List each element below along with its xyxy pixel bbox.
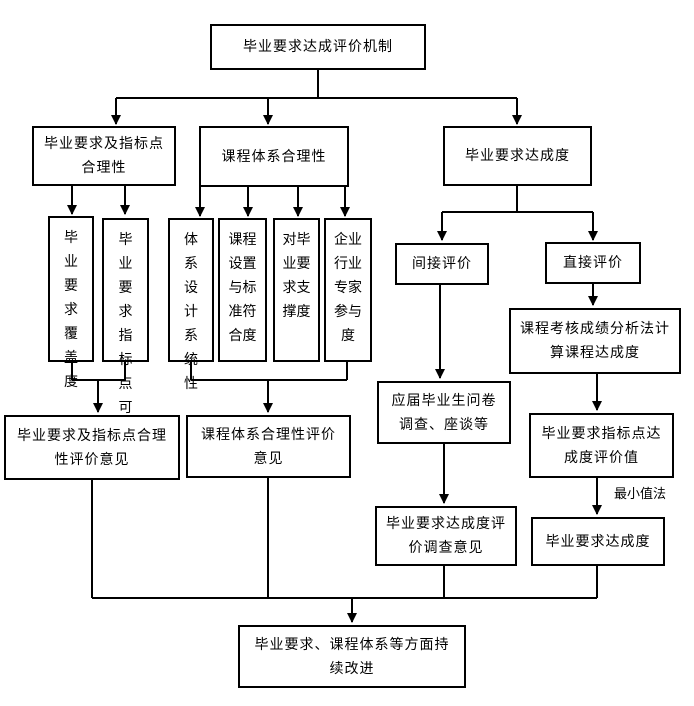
final-achievement-box: 毕业要求达成度 (531, 517, 665, 566)
course-calc-box: 课程考核成绩分析法计算课程达成度 (509, 308, 681, 374)
indicator-value-box: 毕业要求指标点达成度评价值 (529, 413, 674, 478)
systematic-box: 体系设计系统性 (168, 218, 214, 392)
indirect-box: 间接评价 (395, 243, 489, 285)
course-standard-label: 课程设置与标准符合度 (228, 232, 257, 344)
mechanism-box: 毕业要求达成评价机制 (210, 24, 426, 70)
req-rationality-box: 毕业要求及指标点合理性 (32, 126, 176, 186)
industry-label: 企业行业专家参与度 (334, 232, 362, 344)
survey-box: 应届毕业生问卷调查、座谈等 (377, 381, 511, 444)
measurability-box: 毕业要求指标点可衡量 (102, 218, 149, 464)
improvement-box: 毕业要求、课程体系等方面持续改进 (238, 625, 466, 688)
survey-opinion-box: 毕业要求达成度评价调查意见 (375, 506, 517, 566)
coverage-label: 毕业要求覆盖度 (64, 230, 78, 390)
curr-opinion-box: 课程体系合理性评价意见 (186, 415, 351, 478)
support-label: 对毕业要求支撑度 (282, 232, 311, 320)
industry-box: 企业行业专家参与度 (324, 218, 372, 362)
direct-box: 直接评价 (545, 242, 641, 284)
curriculum-rationality-box: 课程体系合理性 (199, 126, 349, 187)
systematic-label: 体系设计系统性 (184, 232, 198, 392)
course-standard-box: 课程设置与标准符合度 (218, 218, 267, 362)
req-opinion-box: 毕业要求及指标点合理性评价意见 (4, 415, 180, 480)
support-box: 对毕业要求支撑度 (273, 218, 320, 362)
min-method-label: 最小值法 (614, 487, 667, 502)
achievement-box: 毕业要求达成度 (443, 126, 592, 186)
coverage-box: 毕业要求覆盖度 (48, 216, 94, 390)
